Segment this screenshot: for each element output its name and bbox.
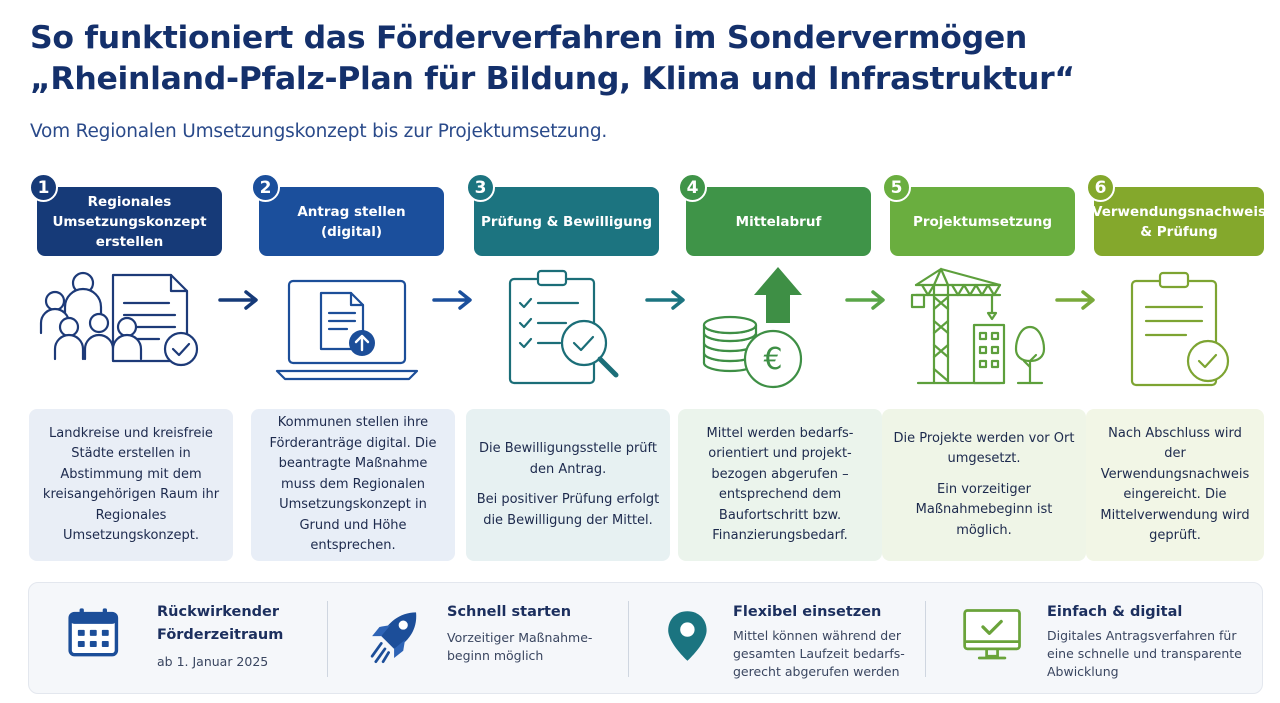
calendar-icon (68, 608, 119, 657)
feature-title: Einfach & digital (1047, 604, 1183, 620)
arrow-right-icon (845, 290, 885, 310)
divider (327, 601, 328, 677)
step-5-description: Die Projekte werden vor Ort umgesetzt. E… (882, 409, 1086, 561)
step-1-description: Landkreise und kreisfreie Städte erstell… (29, 409, 233, 561)
title-line-1: So funktioniert das Förderverfahren im S… (30, 20, 1028, 56)
crane-building-tree-icon (882, 263, 1086, 397)
step-6-description: Nach Abschluss wird der Verwendungsnachw… (1086, 409, 1264, 561)
monitor-check-icon (963, 609, 1021, 660)
page-subtitle: Vom Regionalen Umsetzungskonzept bis zur… (30, 121, 608, 142)
feature-text: Vorzeitiger Maßnahme-beginn möglich (447, 630, 593, 663)
step-2-title: Antrag stellen (digital) (259, 187, 444, 256)
coins-euro-arrow-icon: € (678, 263, 882, 397)
arrow-right-icon (218, 290, 258, 310)
title-line-2: „Rheinland-Pfalz-Plan für Bildung, Klima… (30, 61, 1075, 97)
features-bar: Rückwirkender Förderzeitraum ab 1. Janua… (28, 582, 1263, 694)
step-5-description-line-2: Ein vorzeitiger Maßnahmebeginn ist mögli… (915, 481, 1053, 538)
svg-text:€: € (763, 342, 782, 377)
step-5-title: Projektumsetzung (890, 187, 1075, 256)
rocket-icon (370, 612, 417, 664)
arrow-right-icon (645, 290, 685, 310)
divider (628, 601, 629, 677)
step-3: Prüfung & Bewilligung 3 Die Bewilligungs… (466, 171, 670, 566)
step-6-number: 6 (1086, 173, 1115, 202)
step-2-description: Kommunen stellen ihre Förderanträge digi… (251, 409, 455, 561)
step-2: Antrag stellen (digital) 2 Kommunen stel… (251, 171, 455, 566)
feature-retroactive: Rückwirkender Förderzeitraum ab 1. Janua… (65, 583, 315, 695)
step-3-title: Prüfung & Bewilligung (474, 187, 659, 256)
step-5: Projektumsetzung 5 (882, 171, 1086, 566)
step-3-description-line: Die Bewilligungsstelle prüft den Antrag. (478, 441, 657, 477)
clipboard-magnifier-icon (466, 263, 670, 397)
laptop-upload-icon (251, 263, 455, 397)
step-1-title: Regionales Umsetzungskonzept erstellen (37, 187, 222, 256)
feature-title: Flexibel einsetzen (733, 604, 882, 620)
step-6: Verwendungsnachweis & Prüfung 6 Nach Abs… (1086, 171, 1266, 566)
step-4-title: Mittelabruf (686, 187, 871, 256)
divider (925, 601, 926, 677)
step-3-number: 3 (466, 173, 495, 202)
step-5-number: 5 (882, 173, 911, 202)
page-title: So funktioniert das Förderverfahren im S… (30, 18, 1260, 100)
arrow-right-icon (432, 290, 472, 310)
feature-text: Digitales Antragsverfahren für eine schn… (1047, 628, 1242, 679)
feature-text: ab 1. Januar 2025 (157, 654, 269, 669)
step-1: Regionales Umsetzungskonzept erstellen 1 (29, 171, 233, 566)
step-6-title: Verwendungsnachweis & Prüfung (1092, 187, 1266, 256)
step-5-description-line: Die Projekte werden vor Ort umgesetzt. (893, 430, 1075, 467)
feature-quick-start: Schnell starten Vorzeitiger Maßnahme-beg… (363, 583, 613, 695)
feature-title: Rückwirkender Förderzeitraum (157, 604, 284, 643)
people-document-check-icon (29, 263, 233, 397)
step-4-description: Mittel werden bedarfs-orientiert und pro… (678, 409, 882, 561)
step-3-description-line-2: Bei positiver Prüfung erfolgt die Bewill… (476, 492, 660, 528)
step-3-description: Die Bewilligungsstelle prüft den Antrag.… (466, 409, 670, 561)
step-4-number: 4 (678, 173, 707, 202)
feature-title: Schnell starten (447, 604, 572, 620)
location-pin-icon (668, 611, 707, 661)
step-2-number: 2 (251, 173, 280, 202)
feature-text: Mittel können während der gesamten Laufz… (733, 628, 905, 679)
step-1-number: 1 (29, 173, 58, 202)
clipboard-check-icon (1086, 263, 1264, 397)
feature-digital: Einfach & digital Digitales Antragsverfa… (959, 583, 1249, 695)
step-4: Mittelabruf 4 € Mittel werden bedarfs-or… (678, 171, 882, 566)
feature-flexible: Flexibel einsetzen Mittel können während… (665, 583, 925, 695)
arrow-right-icon (1055, 290, 1095, 310)
